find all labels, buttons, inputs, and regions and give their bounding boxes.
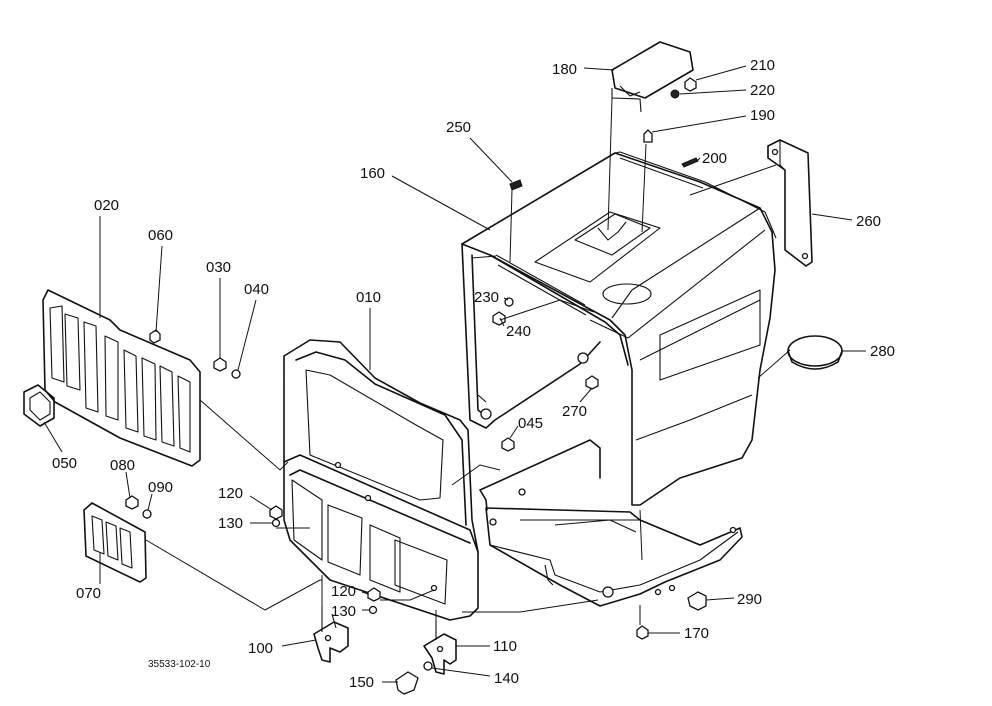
callout-label: 010 xyxy=(356,289,381,306)
hood-part xyxy=(461,151,777,506)
callout-label: 150 xyxy=(349,674,374,691)
callout-label: 090 xyxy=(148,479,173,496)
side-bracket-part xyxy=(767,139,813,267)
callout-120-lower: 120 xyxy=(331,583,369,600)
assembly-lines xyxy=(145,97,791,640)
callout-label: 170 xyxy=(684,625,709,642)
callout-label: 250 xyxy=(446,119,471,136)
callout-170: 170 xyxy=(648,625,709,642)
callout-label: 070 xyxy=(76,585,101,602)
grille-frame-part xyxy=(283,339,479,621)
callout-label: 290 xyxy=(737,591,762,608)
callout-label: 020 xyxy=(94,197,119,214)
callout-label: 030 xyxy=(206,259,231,276)
callout-080: 080 xyxy=(110,457,135,499)
callout-label: 130 xyxy=(331,603,356,620)
callout-200: 200 xyxy=(697,150,727,167)
callout-label: 220 xyxy=(750,82,775,99)
callout-label: 050 xyxy=(52,455,77,472)
callout-290: 290 xyxy=(705,591,762,608)
callout-270: 270 xyxy=(562,387,593,420)
callout-010: 010 xyxy=(356,289,381,370)
callout-240: 240 xyxy=(499,317,531,340)
callout-100: 100 xyxy=(248,639,317,657)
cap-flap-part xyxy=(611,41,694,113)
callout-045: 045 xyxy=(509,415,543,439)
callout-130-lower: 130 xyxy=(331,603,370,620)
round-cap-part xyxy=(787,335,843,370)
callout-label: 270 xyxy=(562,403,587,420)
callout-label: 120 xyxy=(218,485,243,502)
callout-label: 280 xyxy=(870,343,895,360)
callout-210: 210 xyxy=(695,57,775,81)
callout-label: 190 xyxy=(750,107,775,124)
callout-220: 220 xyxy=(679,82,775,99)
callout-280: 280 xyxy=(842,343,895,360)
callout-label: 160 xyxy=(360,165,385,182)
callout-050: 050 xyxy=(43,421,77,472)
callout-110: 110 xyxy=(456,638,517,655)
drawing-code: 35533-102-10 xyxy=(148,659,211,670)
lower-screen-part xyxy=(83,502,147,583)
callout-120-upper: 120 xyxy=(218,485,273,511)
callout-label: 180 xyxy=(552,61,577,78)
callout-090: 090 xyxy=(147,479,173,511)
callout-label: 045 xyxy=(518,415,543,432)
callout-label: 080 xyxy=(110,457,135,474)
callout-060: 060 xyxy=(148,227,173,333)
callout-030: 030 xyxy=(206,259,231,358)
callout-label: 230 xyxy=(474,289,499,306)
callout-250: 250 xyxy=(446,119,513,183)
callout-label: 040 xyxy=(244,281,269,298)
hardware xyxy=(125,77,707,695)
callout-140: 140 xyxy=(431,667,519,687)
callout-160: 160 xyxy=(360,165,491,231)
emblem-part xyxy=(23,384,55,427)
callout-150: 150 xyxy=(349,674,398,691)
callout-label: 130 xyxy=(218,515,243,532)
callout-020: 020 xyxy=(94,197,119,318)
callout-070: 070 xyxy=(76,552,101,602)
callout-label: 100 xyxy=(248,640,273,657)
callout-label: 240 xyxy=(506,323,531,340)
callout-230: 230 xyxy=(474,289,509,306)
upper-screen-part xyxy=(42,289,201,467)
callout-190: 190 xyxy=(651,107,775,133)
callout-label: 260 xyxy=(856,213,881,230)
support-frame-part xyxy=(479,439,743,607)
callout-label: 060 xyxy=(148,227,173,244)
callout-label: 110 xyxy=(493,638,517,655)
callout-label: 210 xyxy=(750,57,775,74)
callout-180: 180 xyxy=(552,61,615,78)
callout-label: 120 xyxy=(331,583,356,600)
callout-130-upper: 130 xyxy=(218,515,272,532)
callout-040: 040 xyxy=(237,281,269,371)
callout-label: 140 xyxy=(494,670,519,687)
callout-260: 260 xyxy=(811,213,881,230)
callout-label: 200 xyxy=(702,150,727,167)
